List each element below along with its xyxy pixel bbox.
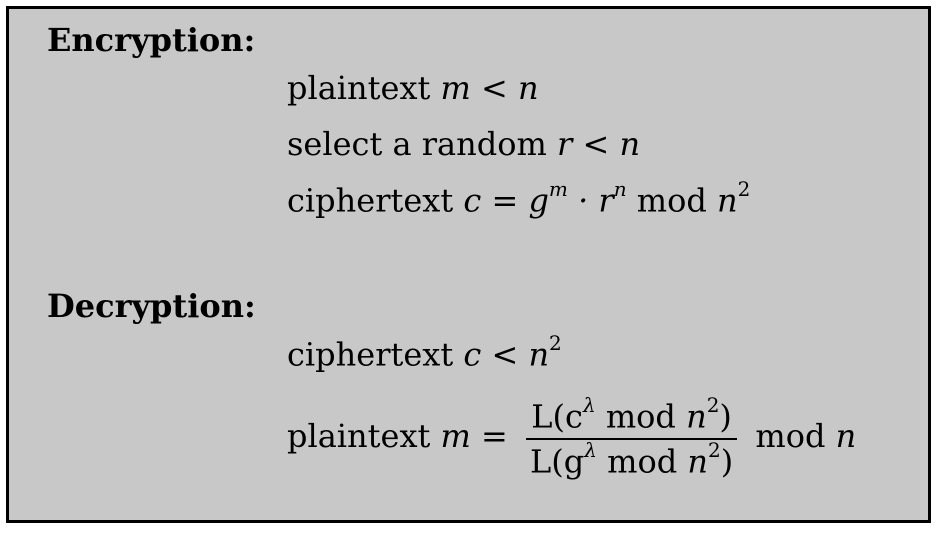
encryption-plaintext-line: plaintext m < n [287,69,539,107]
exp-2: 2 [737,177,751,201]
math: m < n [440,69,539,107]
num-n: n [686,397,707,436]
math: c < n [463,335,550,374]
exp-n: n [613,177,627,201]
exp-2: 2 [549,331,562,355]
num-exp-2: 2 [706,393,720,417]
math: m = [440,417,508,456]
den-n: n [687,442,708,481]
den-exp-2: 2 [707,437,721,462]
den-end: ) [720,442,734,481]
num-start: L(c [531,397,583,436]
label: plaintext [287,69,441,107]
math-n: n [717,181,738,220]
tail-n: n [835,417,857,456]
den-start: L(g [530,442,585,481]
denominator: L(gλ mod n2) [526,437,737,481]
den-mod: mod [596,442,688,481]
math-r: · r [567,181,614,220]
encryption-random-line: select a random r < n [287,125,640,163]
label: select a random [287,125,557,163]
fraction: L(cλ mod n2) L(gλ mod n2) [526,393,738,481]
decryption-heading: Decryption: [47,287,256,325]
label: ciphertext [287,181,464,220]
num-mod: mod [595,397,687,436]
num-exp-lambda: λ [582,393,596,417]
encryption-ciphertext-line: ciphertext c = gm · rn mod n2 [287,177,750,220]
tail-mod: mod [755,417,836,456]
math-c: c = g [463,181,549,220]
den-exp-lambda: λ [584,437,597,462]
label: plaintext [287,417,441,456]
numerator: L(cλ mod n2) [526,393,738,440]
label: ciphertext [287,335,464,374]
decryption-ciphertext-line: ciphertext c < n2 [287,331,562,374]
num-end: ) [719,397,732,436]
paillier-scheme-panel: Encryption: plaintext m < n select a ran… [6,6,931,523]
exp-m: m [548,177,568,201]
encryption-heading: Encryption: [47,21,256,59]
math: r < n [556,125,641,163]
mod: mod [626,181,718,220]
decryption-plaintext-line: plaintext m = L(cλ mod n2) L(gλ mod n2) … [287,393,857,481]
